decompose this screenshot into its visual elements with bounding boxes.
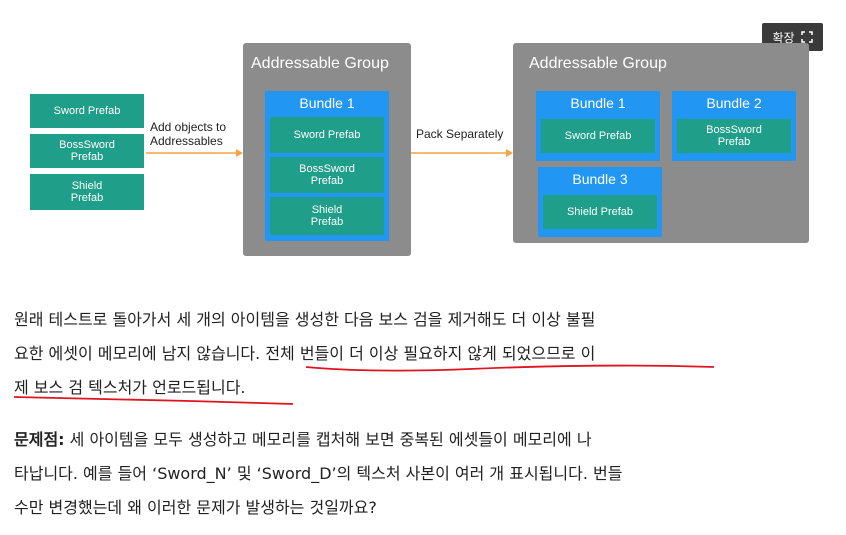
group2-bundle-1-title: Bundle 1 [570, 95, 626, 111]
source-prefab-sword: Sword Prefab [29, 93, 145, 129]
group2-bundle-1: Bundle 1 Sword Prefab [536, 91, 660, 161]
fullscreen-icon [800, 31, 813, 43]
paragraph-2-line-1-text: 세 아이템을 모두 생성하고 메모리를 캡처해 보면 중복된 에셋들이 메모리에… [64, 430, 592, 449]
group2-prefab-sword: Sword Prefab [541, 119, 655, 153]
addressable-group-2: Addressable Group Bundle 1 Sword Prefab … [513, 43, 809, 243]
group1-prefab-shield: Shield Prefab [270, 197, 384, 235]
group2-title: Addressable Group [529, 55, 667, 72]
paragraph-2-line-1: 문제점: 세 아이템을 모두 생성하고 메모리를 캡처해 보면 중복된 에셋들이… [14, 423, 724, 457]
problem-label: 문제점: [14, 430, 65, 449]
group2-prefab-shield: Shield Prefab [543, 195, 657, 229]
group1-bundle-1-title: Bundle 1 [299, 95, 355, 111]
paragraph-2-line-2: 타납니다. 예를 들어 ‘Sword_N’ 및 ‘Sword_D’의 텍스처 사… [14, 464, 623, 483]
group2-bundle-2: Bundle 2 BossSword Prefab [672, 91, 796, 161]
paragraph-2-line-3: 수만 변경했는데 왜 이러한 문제가 발생하는 것일까요? [14, 498, 377, 517]
arrow2-label: Pack Separately [416, 127, 504, 141]
paragraph-1-line-2: 요한 에셋이 메모리에 남지 않습니다. 전체 번들이 더 이상 필요하지 않게… [14, 344, 596, 363]
group1-prefab-bosssword: BossSword Prefab [270, 157, 384, 193]
addressable-group-1: Addressable Group Bundle 1 Sword Prefab … [243, 43, 411, 256]
group1-prefab-sword: Sword Prefab [270, 117, 384, 153]
source-prefab-bosssword: BossSword Prefab [29, 133, 145, 169]
group2-bundle-2-title: Bundle 2 [706, 95, 762, 111]
arrow2 [411, 149, 513, 157]
arrow1 [146, 149, 243, 157]
group2-bundle-3: Bundle 3 Shield Prefab [538, 167, 662, 237]
paragraph-2: 문제점: 세 아이템을 모두 생성하고 메모리를 캡처해 보면 중복된 에셋들이… [14, 423, 724, 525]
paragraph-1: 원래 테스트로 돌아가서 세 개의 아이템을 생성한 다음 보스 검을 제거해도… [14, 303, 724, 405]
expand-label: 확장 [772, 30, 795, 45]
group1-title: Addressable Group [251, 55, 389, 72]
diagram: 확장 Sword Prefab BossSword Prefab Shield … [29, 23, 823, 256]
paragraph-1-line-3: 제 보스 검 텍스처가 언로드됩니다. [14, 378, 246, 397]
group2-prefab-bosssword: BossSword Prefab [677, 119, 791, 153]
source-prefab-shield: Shield Prefab [29, 173, 145, 211]
group2-bundle-3-title: Bundle 3 [572, 171, 628, 187]
arrow1-label: Add objects to Addressables [150, 120, 227, 148]
paragraph-1-line-1: 원래 테스트로 돌아가서 세 개의 아이템을 생성한 다음 보스 검을 제거해도… [14, 310, 596, 329]
group1-bundle-1: Bundle 1 Sword Prefab BossSword Prefab S… [265, 91, 389, 241]
